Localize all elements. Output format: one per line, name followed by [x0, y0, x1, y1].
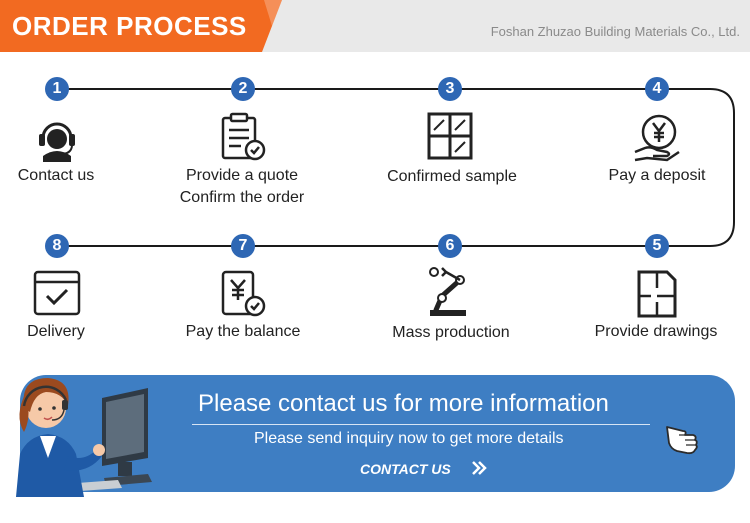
- step-number-3: 3: [438, 77, 462, 101]
- step-label-5: Provide drawings: [594, 323, 718, 340]
- step-label-1: Contact us: [17, 167, 95, 184]
- step-number-7: 7: [231, 234, 255, 258]
- step-number-5: 5: [645, 234, 669, 258]
- delivery-check-icon: [33, 270, 81, 316]
- step-label-4: Pay a deposit: [608, 167, 706, 184]
- double-chevron-right-icon[interactable]: [470, 459, 488, 477]
- customer-service-agent-illustration: [16, 378, 152, 497]
- banner-title: Please contact us for more information: [198, 390, 609, 417]
- step-number-4: 4: [645, 77, 669, 101]
- floor-plan-icon: [637, 270, 677, 318]
- title-tab: [0, 0, 282, 52]
- banner-divider: [192, 424, 650, 425]
- pointing-hand-icon: [666, 426, 698, 455]
- step-label-7: Pay the balance: [185, 323, 301, 340]
- step-label-2-line2: Confirm the order: [179, 189, 305, 206]
- process-flow-line: [57, 88, 735, 247]
- step-number-1: 1: [45, 77, 69, 101]
- headset-icon: [39, 122, 75, 162]
- step-label-8: Delivery: [27, 323, 85, 340]
- company-name: Foshan Zhuzao Building Materials Co., Lt…: [490, 24, 740, 39]
- step-label-3: Confirmed sample: [387, 168, 517, 185]
- clipboard-check-icon: [221, 112, 266, 161]
- step-number-8: 8: [45, 234, 69, 258]
- contact-us-link[interactable]: CONTACT US: [360, 461, 451, 477]
- step-number-2: 2: [231, 77, 255, 101]
- yen-coin-hand-icon: [634, 114, 680, 162]
- banner-subtitle: Please send inquiry now to get more deta…: [254, 430, 564, 447]
- step-number-6: 6: [438, 234, 462, 258]
- page-title: ORDER PROCESS: [12, 11, 247, 41]
- robot-arm-icon: [429, 267, 466, 316]
- window-sample-icon: [427, 112, 473, 160]
- yen-receipt-check-icon: [221, 270, 266, 317]
- step-label-2: Provide a quote: [185, 167, 299, 184]
- step-label-6: Mass production: [392, 324, 510, 341]
